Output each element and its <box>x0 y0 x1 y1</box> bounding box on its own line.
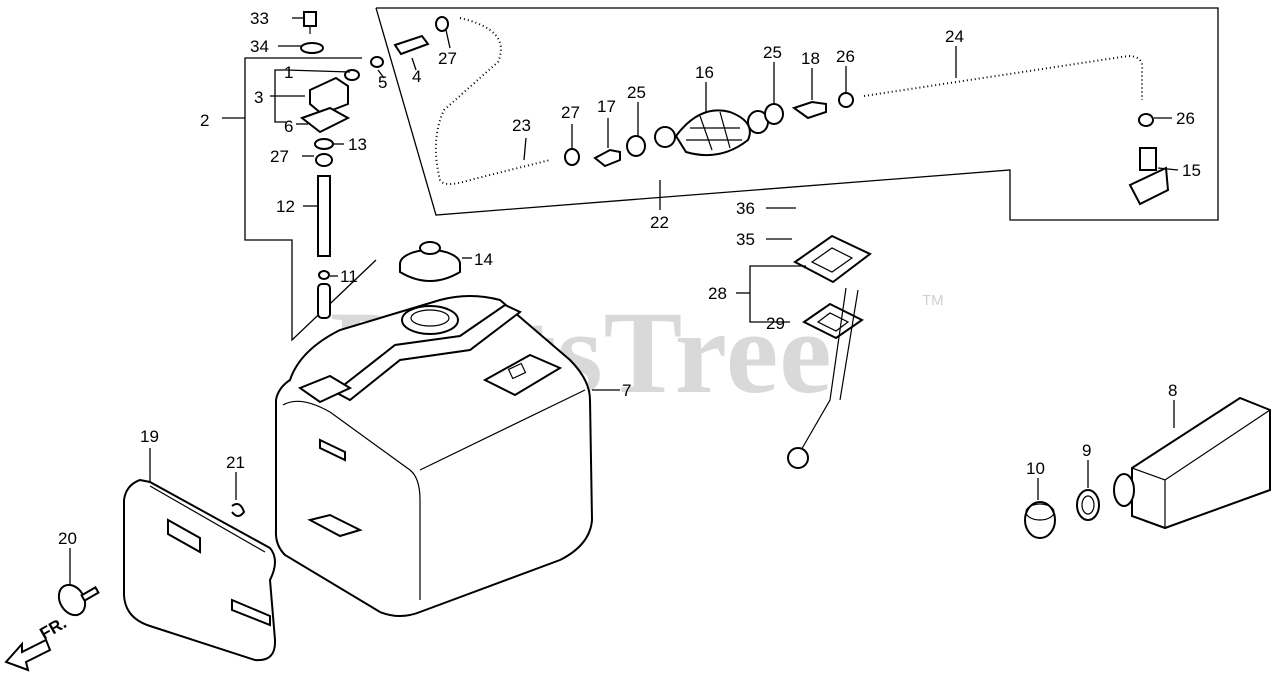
callout-35: 35 <box>736 230 755 249</box>
callout-labels: 33 34 1 2 3 6 5 4 27 13 27 12 11 14 23 2… <box>58 9 1201 548</box>
front-label: FR. <box>37 613 70 643</box>
callout-23: 23 <box>512 116 531 135</box>
front-direction-arrow: FR. <box>4 613 70 672</box>
washer <box>300 42 324 54</box>
fuel-tube <box>317 175 331 257</box>
fuel-gauge-assembly <box>787 234 872 469</box>
clamp-25b <box>764 103 784 125</box>
joint-17 <box>593 148 621 168</box>
packing <box>315 153 333 167</box>
fuel-container <box>1113 396 1271 530</box>
seal-ring <box>370 56 384 68</box>
hose-clip-1 <box>435 16 449 32</box>
callout-22: 22 <box>650 213 669 232</box>
callout-7: 7 <box>622 381 631 400</box>
fuel-line-group-outline <box>375 7 1219 221</box>
callout-9: 9 <box>1082 441 1091 460</box>
callout-28: 28 <box>708 284 727 303</box>
joint-18 <box>791 100 827 120</box>
callout-27-a: 27 <box>438 49 457 68</box>
fuel-tank <box>274 295 594 617</box>
callout-24: 24 <box>945 27 964 46</box>
hose-clip-2 <box>564 148 580 166</box>
container-cap <box>1024 501 1056 539</box>
engine-connector <box>1128 147 1170 206</box>
watermark-trademark: TM <box>922 292 944 309</box>
callout-3: 3 <box>254 88 263 107</box>
callout-8: 8 <box>1168 381 1177 400</box>
callout-10: 10 <box>1026 459 1045 478</box>
container-ring <box>1076 489 1100 521</box>
fuel-cap <box>399 241 461 282</box>
callout-12: 12 <box>276 197 295 216</box>
callout-20: 20 <box>58 529 77 548</box>
strainer <box>317 283 331 319</box>
callout-14: 14 <box>474 250 493 269</box>
callout-1: 1 <box>284 63 293 82</box>
callout-13: 13 <box>348 135 367 154</box>
callout-27-b: 27 <box>270 147 289 166</box>
callout-5: 5 <box>378 73 387 92</box>
primer-bulb <box>654 109 769 157</box>
hose-clip-26a <box>838 92 854 108</box>
callout-36: 36 <box>736 199 755 218</box>
callout-26-b: 26 <box>1176 109 1195 128</box>
fuel-valve-group-outline <box>222 57 377 342</box>
callout-2: 2 <box>200 111 209 130</box>
callout-4: 4 <box>412 67 421 86</box>
callout-26-a: 26 <box>836 47 855 66</box>
bolt <box>303 11 317 27</box>
callout-25-a: 25 <box>627 83 646 102</box>
callout-27-c: 27 <box>561 103 580 122</box>
knob <box>57 583 100 617</box>
callout-33: 33 <box>250 9 269 28</box>
leader-lines <box>69 17 1179 584</box>
callout-21: 21 <box>226 453 245 472</box>
callout-16: 16 <box>695 63 714 82</box>
fuel-connector <box>393 34 430 56</box>
tank-side-cover <box>123 478 277 662</box>
callout-17: 17 <box>597 97 616 116</box>
callout-11: 11 <box>340 267 358 286</box>
gasket <box>314 138 334 150</box>
clip <box>231 503 246 517</box>
fuel-hose-24 <box>863 54 1144 100</box>
o-ring <box>318 270 330 280</box>
hose-clip-26b <box>1138 113 1154 127</box>
callout-25-b: 25 <box>763 43 782 62</box>
fuel-hose-23 <box>434 17 551 185</box>
callout-6: 6 <box>284 117 293 136</box>
callout-29: 29 <box>766 314 785 333</box>
callout-34: 34 <box>250 37 269 56</box>
callout-19: 19 <box>140 427 159 446</box>
callout-15: 15 <box>1182 161 1201 180</box>
fuel-valve <box>299 69 360 134</box>
clamp-25a <box>626 135 646 157</box>
callout-18: 18 <box>801 49 820 68</box>
